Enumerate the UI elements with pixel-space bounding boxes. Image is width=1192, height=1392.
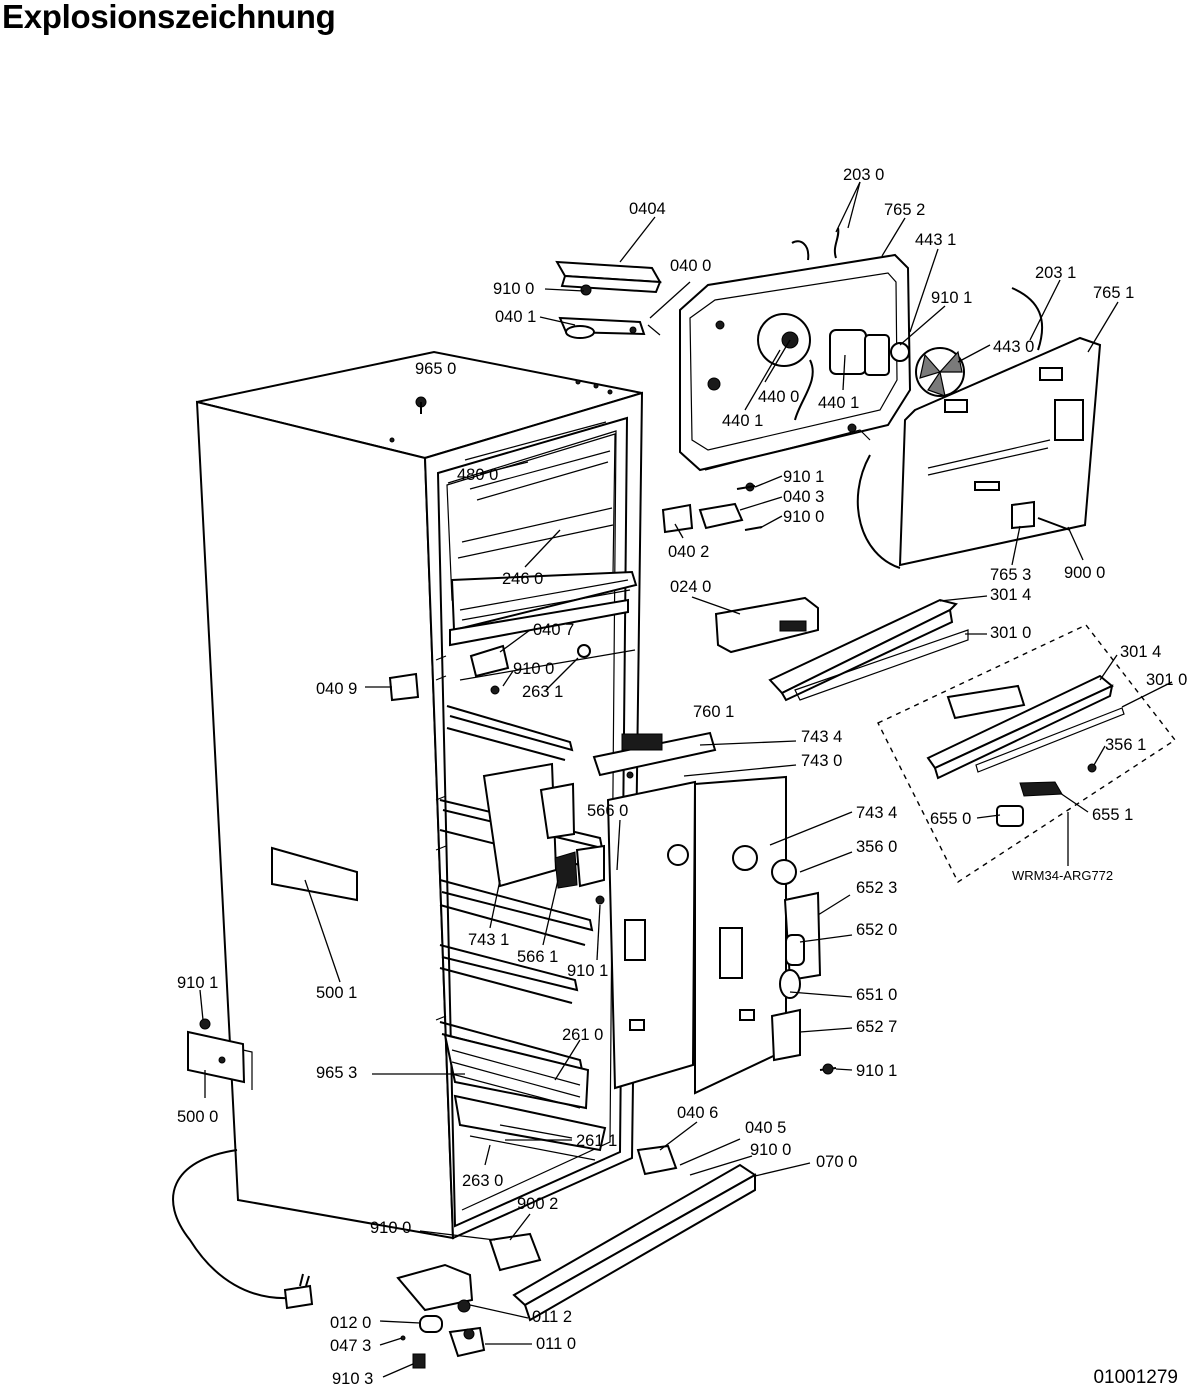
part-label: 040 0 — [670, 257, 711, 275]
part-label: 651 0 — [856, 986, 897, 1004]
part-label: 301 0 — [990, 624, 1031, 642]
door-stop-drawing — [388, 672, 420, 702]
part-label: 301 0 — [1146, 671, 1187, 689]
part-label: 203 0 — [843, 166, 884, 184]
lamp-cover-drawing — [770, 859, 837, 1075]
lamp-bracket-drawing — [661, 482, 763, 534]
part-label: 0404 — [629, 200, 666, 218]
part-label: 440 0 — [758, 388, 799, 406]
fan-blade-drawing — [915, 347, 965, 397]
light-group-drawing — [926, 674, 1125, 827]
part-label: 965 0 — [415, 360, 456, 378]
fan-housing-drawing — [679, 227, 912, 472]
part-label: 040 1 — [495, 308, 536, 326]
part-label: 040 3 — [783, 488, 824, 506]
part-label: 440 1 — [722, 412, 763, 430]
part-label: 910 1 — [931, 289, 972, 307]
part-label: 652 0 — [856, 921, 897, 939]
part-label: 566 0 — [587, 802, 628, 820]
part-label: 900 2 — [517, 1195, 558, 1213]
part-label: 011 0 — [536, 1335, 576, 1353]
part-label: 900 0 — [1064, 564, 1105, 582]
part-label: 743 1 — [468, 931, 509, 949]
hinge-lower-drawing — [396, 1263, 486, 1369]
part-label: 261 0 — [562, 1026, 603, 1044]
part-label: 301 4 — [1120, 643, 1161, 661]
page-title: Explosionszeichnung — [2, 0, 336, 35]
part-label: 356 1 — [1105, 736, 1146, 754]
part-label: 743 0 — [801, 752, 842, 770]
part-label: 203 1 — [1035, 264, 1076, 282]
part-label: 263 0 — [462, 1172, 503, 1190]
part-label: 070 0 — [816, 1153, 857, 1171]
door-handle-top-drawing — [555, 260, 662, 339]
part-label: 440 1 — [818, 394, 859, 412]
part-label: 655 0 — [930, 810, 971, 828]
part-label: 910 1 — [856, 1062, 897, 1080]
part-label: 743 4 — [801, 728, 842, 746]
part-label: 443 1 — [915, 231, 956, 249]
evaporator-cover-drawing — [856, 287, 1102, 569]
part-label: 910 1 — [567, 962, 608, 980]
part-label: 910 3 — [332, 1370, 373, 1388]
part-label: 040 7 — [533, 621, 574, 639]
part-label: 011 2 — [532, 1308, 572, 1326]
part-label: 263 1 — [522, 683, 563, 701]
part-label: 301 4 — [990, 586, 1031, 604]
part-label: 246 0 — [502, 570, 543, 588]
part-label: 566 1 — [517, 948, 558, 966]
thermostat-panel-drawing — [592, 731, 787, 1095]
part-label: 765 1 — [1093, 284, 1134, 302]
part-label: 910 0 — [750, 1141, 791, 1159]
part-label: 910 1 — [177, 974, 218, 992]
part-label: 910 1 — [783, 468, 824, 486]
part-labels: 203 0 0404 765 2 443 1 040 0 910 0 203 1… — [177, 166, 1187, 1388]
power-cord-drawing — [172, 1149, 314, 1310]
part-label: 047 3 — [330, 1337, 371, 1355]
part-label: 443 0 — [993, 338, 1034, 356]
part-label: 024 0 — [670, 578, 711, 596]
group-dashed-frame — [877, 624, 1177, 884]
part-label: 040 6 — [677, 1104, 718, 1122]
part-label: 012 0 — [330, 1314, 371, 1332]
group-label: WRM34-ARG772 — [1012, 868, 1113, 883]
leader-lines — [199, 181, 1173, 1378]
part-label: 652 7 — [856, 1018, 897, 1036]
part-label: 965 3 — [316, 1064, 357, 1082]
door-bin-drawing — [482, 762, 605, 905]
part-label: 910 0 — [370, 1219, 411, 1237]
part-label: 743 4 — [856, 804, 897, 822]
part-label: 261 1 — [576, 1132, 617, 1150]
part-label: 040 9 — [316, 680, 357, 698]
part-label: 910 0 — [493, 280, 534, 298]
part-label: 040 2 — [668, 543, 709, 561]
part-label: 500 1 — [316, 984, 357, 1002]
part-label: 765 2 — [884, 201, 925, 219]
part-label: 760 1 — [693, 703, 734, 721]
part-label: 655 1 — [1092, 806, 1133, 824]
part-label: 765 3 — [990, 566, 1031, 584]
part-label: 356 0 — [856, 838, 897, 856]
cabinet-drawing — [195, 350, 644, 1240]
shelf-support-drawing — [469, 644, 591, 695]
part-label: 652 3 — [856, 879, 897, 897]
base-cover-drawing — [488, 1144, 757, 1322]
light-housing-drawing — [714, 596, 969, 702]
part-label: 500 0 — [177, 1108, 218, 1126]
part-label: 040 5 — [745, 1119, 786, 1137]
part-label: 910 0 — [513, 660, 554, 678]
document-id: 01001279 — [1093, 1367, 1178, 1388]
part-label: 480 0 — [457, 466, 498, 484]
part-label: 910 0 — [783, 508, 824, 526]
hinge-bracket-drawing — [187, 1018, 253, 1090]
